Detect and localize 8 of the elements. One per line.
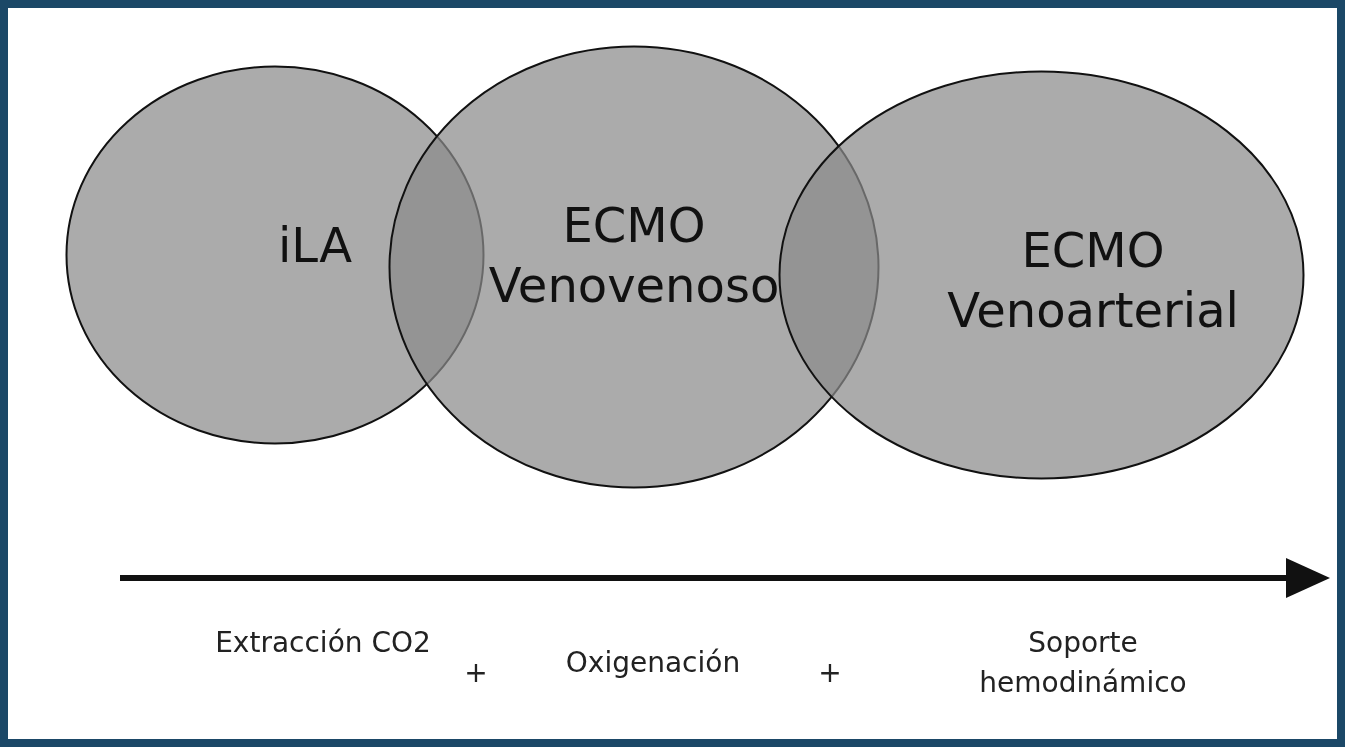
term-label: Oxigenación	[564, 645, 742, 681]
circle-label: ECMO Venovenoso	[487, 196, 781, 315]
term-label: Soporte hemodinámico	[978, 625, 1188, 701]
term-label: Extracción CO2	[214, 625, 432, 661]
plus-sign: +	[463, 655, 489, 691]
circle-label: iLA	[277, 216, 353, 275]
plus-sign: +	[817, 655, 843, 691]
circle-label: ECMO Venoarterial	[946, 221, 1240, 340]
